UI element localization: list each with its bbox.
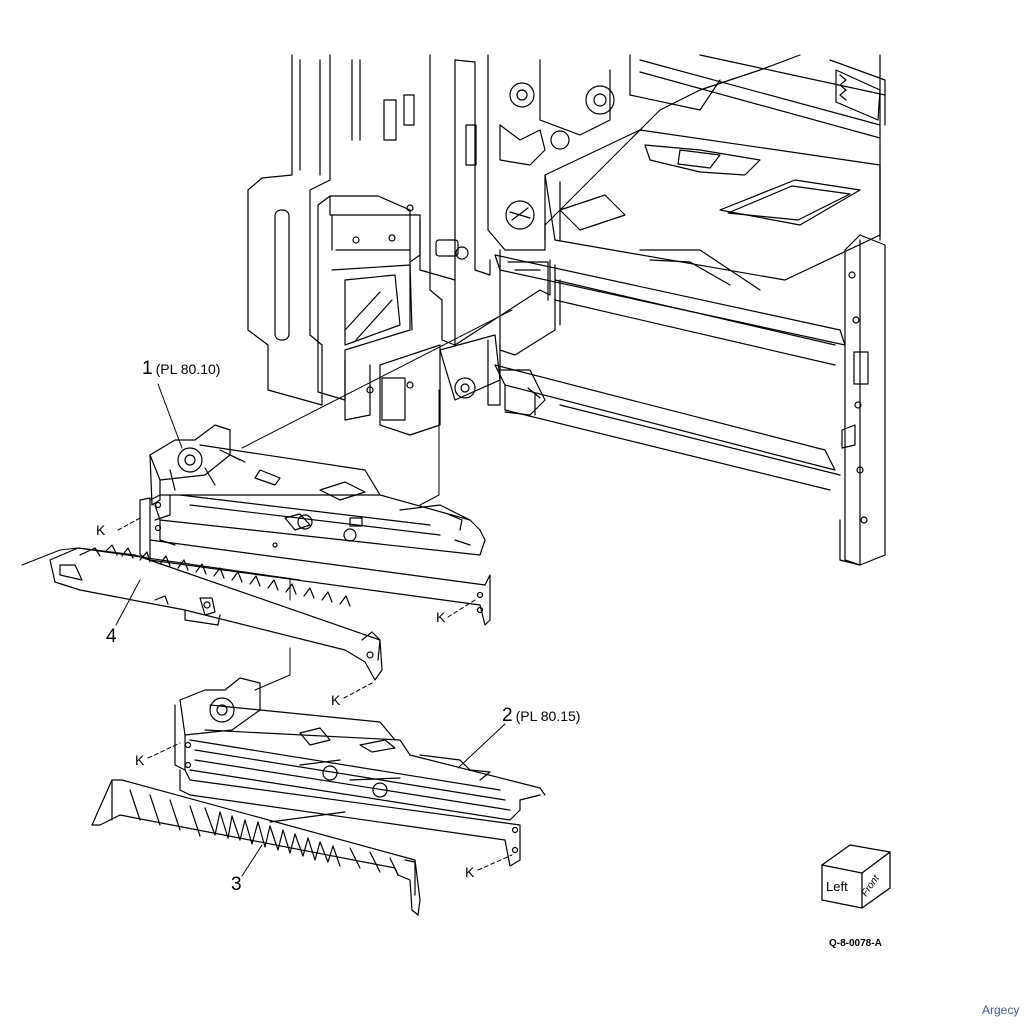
- fastener-k-label-5: K: [465, 864, 475, 880]
- leader-3: [241, 844, 263, 877]
- leader-2: [457, 723, 506, 769]
- leader-k-1: [117, 516, 143, 531]
- callout-4: 4: [106, 626, 117, 648]
- fastener-k-label-3: K: [331, 692, 341, 708]
- assembly-2: [174, 677, 546, 867]
- callout-4-number: 4: [106, 626, 117, 647]
- part-4-cover: [21, 544, 383, 681]
- callout-2: 2(PL 80.15): [502, 705, 580, 727]
- orientation-front-label: Front: [859, 872, 882, 898]
- leader-1: [157, 383, 183, 449]
- alignment-lines: [241, 309, 513, 506]
- assembly-1: [139, 424, 491, 626]
- leader-4: [115, 579, 141, 626]
- callout-1: 1(PL 80.10): [142, 358, 220, 380]
- leader-k-4: [147, 742, 181, 759]
- callout-3-number: 3: [231, 874, 242, 895]
- fastener-k-label-2: K: [436, 609, 446, 625]
- leader-k-2: [447, 599, 476, 618]
- orientation-cube: [821, 844, 891, 909]
- callout-3: 3: [231, 874, 242, 896]
- watermark: Argecy: [982, 1003, 1020, 1017]
- fastener-k-label-4: K: [135, 752, 145, 768]
- leader-lines: [115, 383, 513, 877]
- alignment-lines-lower: [254, 577, 291, 691]
- callout-1-reference: (PL 80.10): [155, 361, 221, 377]
- fastener-k-label-1: K: [96, 522, 106, 538]
- callout-2-number: 2: [502, 705, 513, 726]
- callout-2-reference: (PL 80.15): [515, 708, 581, 724]
- figure-id: Q-8-0078-A: [829, 938, 882, 949]
- orientation-left-label: Left: [826, 879, 848, 894]
- leader-k-3: [343, 682, 373, 699]
- part-3-cover: [91, 779, 421, 916]
- leader-k-5: [477, 854, 513, 871]
- callout-1-number: 1: [142, 358, 153, 379]
- printer-frame: [247, 54, 886, 566]
